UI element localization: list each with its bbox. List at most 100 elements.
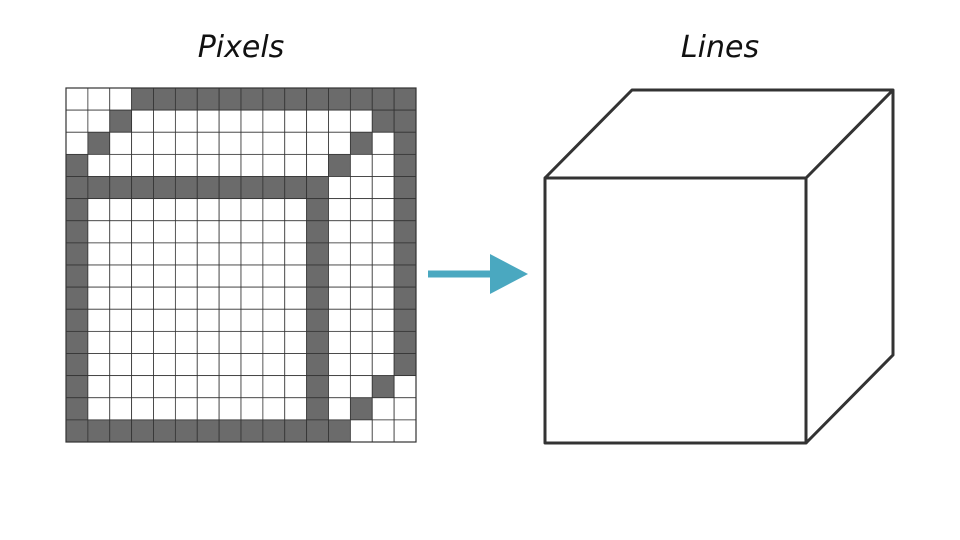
- pixel-filled: [328, 87, 351, 111]
- pixel-empty: [109, 397, 133, 421]
- pixel-filled: [284, 419, 308, 443]
- pixel-empty: [218, 353, 242, 377]
- pixel-empty: [196, 353, 220, 377]
- pixel-empty: [371, 131, 395, 155]
- pixel-empty: [131, 109, 154, 133]
- pixel-empty: [174, 330, 198, 354]
- pixel-empty: [240, 286, 264, 310]
- pixel-filled: [174, 419, 198, 443]
- pixel-filled: [109, 109, 133, 133]
- pixel-empty: [87, 286, 111, 310]
- pixel-empty: [328, 375, 351, 399]
- pixel-empty: [153, 330, 176, 354]
- pixel-filled: [393, 286, 417, 310]
- pixel-filled: [240, 419, 264, 443]
- pixel-filled: [393, 220, 417, 244]
- pixel-empty: [109, 330, 133, 354]
- pixel-empty: [371, 220, 395, 244]
- pixel-empty: [349, 330, 373, 354]
- pixel-empty: [393, 397, 417, 421]
- pixel-empty: [87, 109, 111, 133]
- pixel-filled: [131, 176, 154, 200]
- pixel-empty: [284, 286, 308, 310]
- pixel-filled: [393, 131, 417, 155]
- pixel-empty: [328, 198, 351, 222]
- pixel-empty: [218, 131, 242, 155]
- pixel-empty: [284, 131, 308, 155]
- pixel-empty: [349, 419, 373, 443]
- pixel-filled: [328, 153, 351, 177]
- pixel-filled: [393, 308, 417, 332]
- pixel-filled: [218, 419, 242, 443]
- pixel-filled: [306, 220, 329, 244]
- pixel-filled: [87, 131, 111, 155]
- pixel-empty: [174, 198, 198, 222]
- pixel-empty: [131, 375, 154, 399]
- pixel-filled: [218, 176, 242, 200]
- pixel-empty: [218, 264, 242, 288]
- pixel-empty: [262, 375, 286, 399]
- pixel-empty: [131, 330, 154, 354]
- pixel-empty: [306, 153, 329, 177]
- pixel-empty: [87, 264, 111, 288]
- pixel-empty: [262, 109, 286, 133]
- pixel-filled: [306, 264, 329, 288]
- pixel-empty: [196, 242, 220, 266]
- pixel-filled: [306, 87, 329, 111]
- pixel-empty: [371, 353, 395, 377]
- pixel-empty: [153, 397, 176, 421]
- cube-top-face: [543, 88, 895, 180]
- pixel-empty: [240, 220, 264, 244]
- cube-front-face: [543, 176, 808, 445]
- pixel-empty: [262, 264, 286, 288]
- pixel-empty: [131, 220, 154, 244]
- pixel-empty: [174, 308, 198, 332]
- pixel-empty: [349, 153, 373, 177]
- pixel-empty: [262, 330, 286, 354]
- cube-side-face: [804, 90, 895, 445]
- pixel-filled: [65, 153, 89, 177]
- pixel-filled: [393, 264, 417, 288]
- pixel-filled: [240, 87, 264, 111]
- pixel-empty: [174, 131, 198, 155]
- pixel-filled: [284, 87, 308, 111]
- pixel-empty: [153, 198, 176, 222]
- pixel-empty: [371, 264, 395, 288]
- pixel-filled: [65, 308, 89, 332]
- pixel-filled: [131, 419, 154, 443]
- pixel-empty: [196, 153, 220, 177]
- pixel-empty: [328, 286, 351, 310]
- pixel-filled: [349, 87, 373, 111]
- pixel-filled: [109, 419, 133, 443]
- pixel-filled: [87, 176, 111, 200]
- pixel-empty: [349, 109, 373, 133]
- pixel-empty: [87, 397, 111, 421]
- pixel-filled: [306, 375, 329, 399]
- pixel-empty: [240, 198, 264, 222]
- pixel-filled: [349, 131, 373, 155]
- pixel-filled: [393, 242, 417, 266]
- pixel-empty: [240, 375, 264, 399]
- pixel-empty: [371, 308, 395, 332]
- pixel-filled: [349, 397, 373, 421]
- pixel-filled: [65, 220, 89, 244]
- pixel-empty: [87, 375, 111, 399]
- pixel-empty: [131, 353, 154, 377]
- pixel-filled: [306, 242, 329, 266]
- lines-title: Lines: [680, 30, 760, 65]
- pixel-empty: [87, 153, 111, 177]
- pixel-empty: [371, 397, 395, 421]
- pixel-empty: [218, 397, 242, 421]
- pixel-empty: [284, 397, 308, 421]
- pixel-empty: [284, 375, 308, 399]
- pixel-empty: [153, 131, 176, 155]
- right-arrow-icon: [428, 254, 528, 294]
- pixel-filled: [65, 198, 89, 222]
- pixel-empty: [87, 353, 111, 377]
- pixel-empty: [371, 153, 395, 177]
- pixel-filled: [393, 153, 417, 177]
- pixel-empty: [174, 375, 198, 399]
- pixel-empty: [306, 109, 329, 133]
- pixel-empty: [262, 153, 286, 177]
- pixel-filled: [306, 397, 329, 421]
